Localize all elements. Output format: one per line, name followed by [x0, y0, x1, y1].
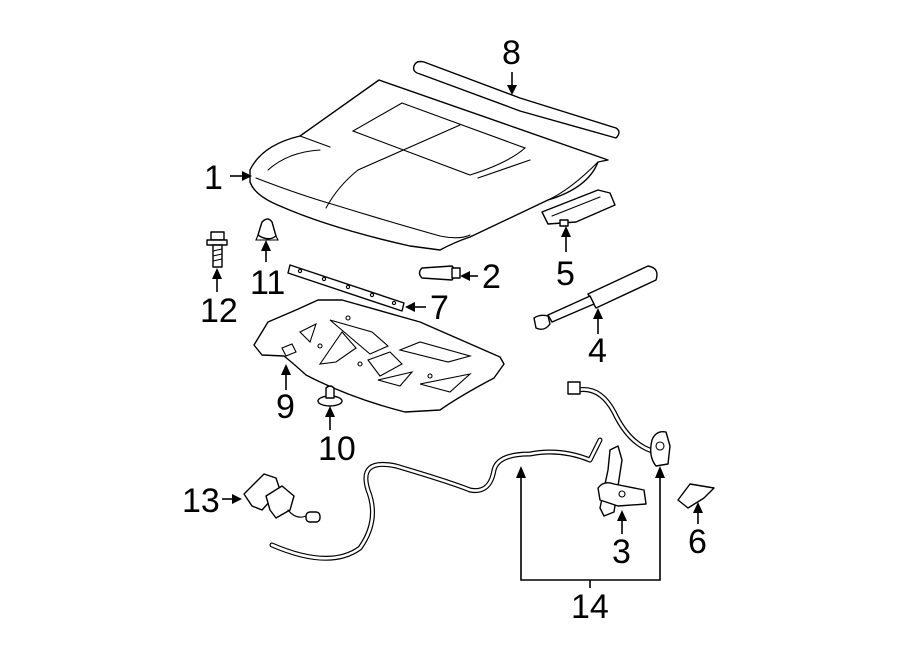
callout-13: 13	[182, 482, 220, 520]
hood-panel-part	[249, 79, 609, 251]
hood-strut-part	[533, 265, 658, 331]
latch-cable-part	[567, 381, 659, 455]
hood-bumper-part	[255, 218, 279, 241]
leader-lines	[212, 72, 703, 588]
callout-12: 12	[200, 292, 238, 330]
retainer-clip-part	[418, 265, 461, 281]
callout-1: 1	[204, 159, 223, 197]
latch-bracket-part	[677, 483, 715, 509]
hood-insulator-part	[253, 299, 505, 413]
callout-3: 3	[612, 533, 631, 571]
callout-8: 8	[502, 34, 521, 72]
hood-bolt-part	[206, 231, 228, 268]
hood-latch-part	[597, 445, 647, 517]
release-handle-part	[243, 473, 321, 523]
callout-10: 10	[318, 430, 356, 468]
callout-5: 5	[556, 255, 575, 293]
release-cable-part	[269, 437, 603, 561]
callout-4: 4	[588, 332, 607, 370]
hood-seal-part	[412, 60, 620, 139]
front-seal-strip-part	[287, 264, 405, 312]
hood-bracket-part	[541, 189, 616, 227]
callout-11: 11	[250, 264, 285, 302]
callout-2: 2	[482, 258, 501, 296]
push-pin-part	[317, 385, 343, 407]
latch-lever-part	[649, 430, 671, 467]
callout-6: 6	[688, 523, 707, 561]
callout-9: 9	[276, 388, 295, 426]
callout-7: 7	[430, 289, 449, 327]
callout-14: 14	[571, 588, 609, 626]
